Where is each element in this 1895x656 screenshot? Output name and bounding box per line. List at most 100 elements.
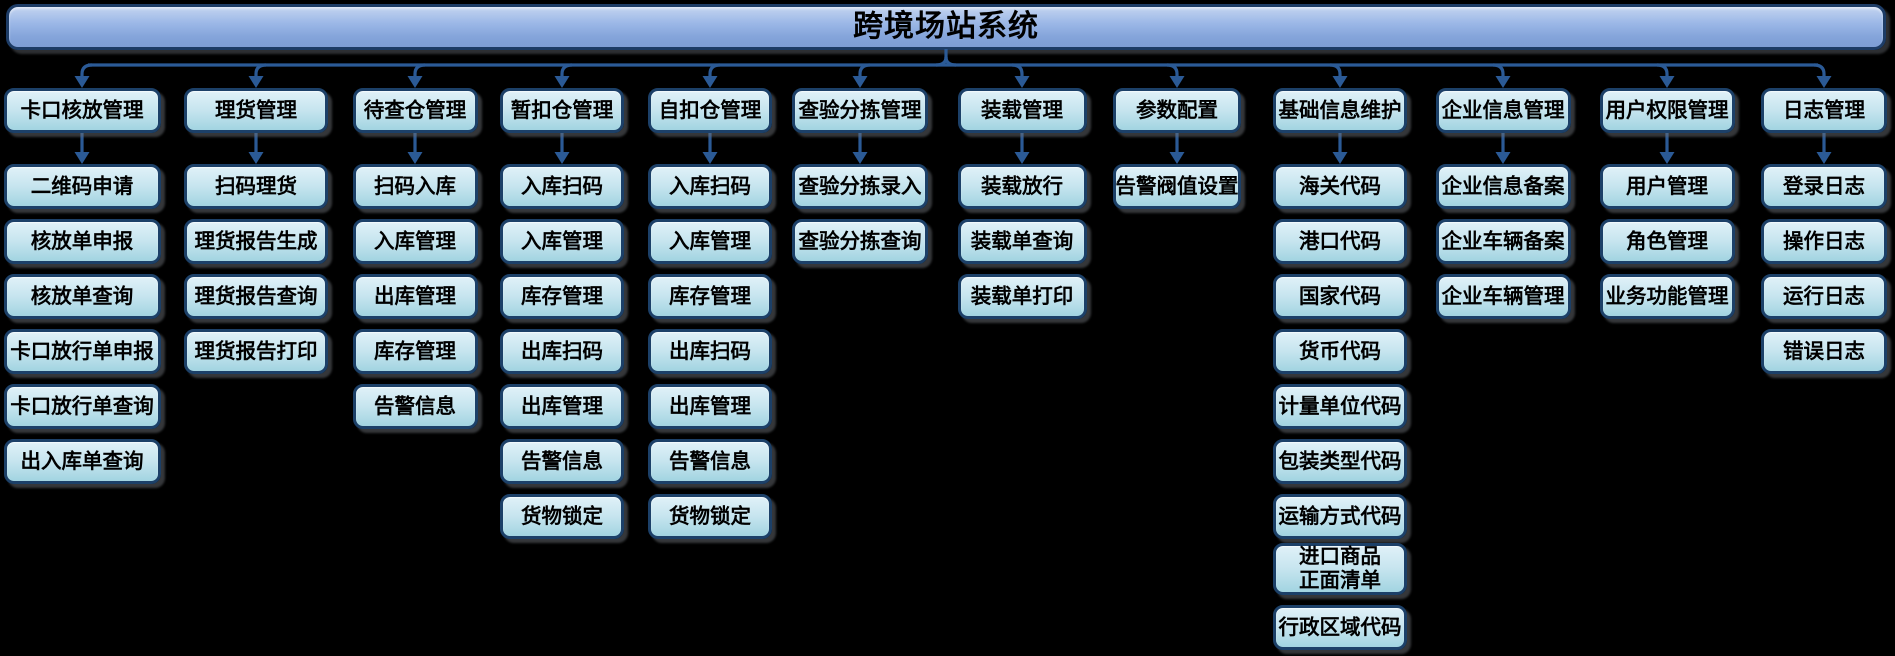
submodule-box: 运输方式代码 [1273,494,1407,539]
module-box: 企业信息管理 [1435,88,1571,133]
submodule-box: 出库管理 [352,274,478,319]
module-box: 暂扣仓管理 [500,88,624,133]
submodule-box: 查验分拣查询 [792,219,928,264]
submodule-box-label: 行政区域代码 [1278,615,1402,639]
submodule-box-label: 装载单查询 [970,229,1074,253]
module-box: 待查仓管理 [352,88,478,133]
submodule-box: 港口代码 [1273,219,1407,264]
submodule-box: 出库扫码 [648,329,772,374]
module-box-label: 参数配置 [1136,98,1218,122]
submodule-box-label: 理货报告打印 [194,339,318,363]
module-box: 用户权限管理 [1599,88,1735,133]
submodule-box: 库存管理 [648,274,772,319]
submodule-box: 包装类型代码 [1273,439,1407,484]
submodule-box: 货物锁定 [500,494,624,539]
submodule-box: 装载放行 [957,164,1087,209]
submodule-box-label: 国家代码 [1299,284,1381,308]
submodule-box: 告警信息 [500,439,624,484]
submodule-box-label: 卡口放行单申报 [10,339,154,363]
submodule-box: 卡口放行单申报 [3,329,161,374]
submodule-box-label: 出库管理 [669,394,751,418]
submodule-box: 二维码申请 [3,164,161,209]
submodule-box-label: 包装类型代码 [1278,449,1402,473]
submodule-box-label: 计量单位代码 [1278,394,1402,418]
module-box-label: 日志管理 [1783,98,1865,122]
submodule-box-label: 运输方式代码 [1278,504,1402,528]
module-box: 装载管理 [957,88,1087,133]
submodule-box: 入库管理 [500,219,624,264]
submodule-box: 入库扫码 [648,164,772,209]
module-box: 查验分拣管理 [792,88,928,133]
submodule-box: 库存管理 [352,329,478,374]
submodule-box: 登录日志 [1761,164,1887,209]
module-box: 自扣仓管理 [648,88,772,133]
submodule-box: 行政区域代码 [1273,605,1407,650]
submodule-box-label: 扫码理货 [215,174,297,198]
submodule-box-label: 理货报告生成 [194,229,318,253]
module-box-label: 待查仓管理 [363,98,467,122]
submodule-box-label: 货物锁定 [521,504,603,528]
module-box-label: 装载管理 [981,98,1063,122]
submodule-box-label: 出入库单查询 [20,449,144,473]
submodule-box: 出入库单查询 [3,439,161,484]
submodule-box: 用户管理 [1599,164,1735,209]
submodule-box: 理货报告查询 [184,274,328,319]
submodule-box-label: 二维码申请 [30,174,134,198]
submodule-box-label: 错误日志 [1783,339,1865,363]
submodule-box-label: 角色管理 [1626,229,1708,253]
submodule-box: 入库管理 [352,219,478,264]
submodule-box-label: 库存管理 [374,339,456,363]
submodule-box: 入库扫码 [500,164,624,209]
submodule-box-label: 查验分拣查询 [798,229,922,253]
module-box: 参数配置 [1113,88,1241,133]
submodule-box: 企业信息备案 [1435,164,1571,209]
submodule-box-label: 出库扫码 [521,339,603,363]
submodule-box: 扫码理货 [184,164,328,209]
submodule-box-label: 企业信息备案 [1441,174,1565,198]
submodule-box: 装载单查询 [957,219,1087,264]
submodule-box: 扫码入库 [352,164,478,209]
submodule-box: 进口商品 正面清单 [1273,543,1407,595]
submodule-box: 计量单位代码 [1273,384,1407,429]
submodule-box-label: 装载单打印 [970,284,1074,308]
submodule-box: 出库扫码 [500,329,624,374]
submodule-box-label: 出库管理 [374,284,456,308]
submodule-box: 理货报告生成 [184,219,328,264]
submodule-box-label: 装载放行 [981,174,1063,198]
submodule-box-label: 入库扫码 [521,174,603,198]
submodule-box-label: 入库管理 [669,229,751,253]
submodule-box-label: 用户管理 [1626,174,1708,198]
submodule-box: 国家代码 [1273,274,1407,319]
submodule-box-label: 海关代码 [1299,174,1381,198]
submodule-box: 业务功能管理 [1599,274,1735,319]
submodule-box: 操作日志 [1761,219,1887,264]
module-box-label: 基础信息维护 [1278,98,1402,122]
submodule-box-label: 理货报告查询 [194,284,318,308]
module-box: 日志管理 [1761,88,1887,133]
submodule-box: 运行日志 [1761,274,1887,319]
module-box-label: 查验分拣管理 [798,98,922,122]
submodule-box-label: 入库管理 [374,229,456,253]
submodule-box: 角色管理 [1599,219,1735,264]
submodule-box: 海关代码 [1273,164,1407,209]
submodule-box-label: 扫码入库 [374,174,456,198]
submodule-box-label: 出库管理 [521,394,603,418]
submodule-box-label: 核放单申报 [30,229,134,253]
submodule-box-label: 核放单查询 [30,284,134,308]
submodule-box-label: 告警信息 [669,449,751,473]
submodule-box: 货币代码 [1273,329,1407,374]
submodule-box-label: 入库管理 [521,229,603,253]
submodule-box: 库存管理 [500,274,624,319]
module-box-label: 企业信息管理 [1441,98,1565,122]
submodule-box: 查验分拣录入 [792,164,928,209]
submodule-box: 入库管理 [648,219,772,264]
submodule-box-label: 库存管理 [521,284,603,308]
submodule-box: 企业车辆管理 [1435,274,1571,319]
submodule-box-label: 港口代码 [1299,229,1381,253]
submodule-box-label: 查验分拣录入 [798,174,922,198]
submodule-box-label: 告警信息 [374,394,456,418]
chart-title: 跨境场站系统 [6,4,1886,50]
submodule-box: 核放单查询 [3,274,161,319]
submodule-box-label: 入库扫码 [669,174,751,198]
